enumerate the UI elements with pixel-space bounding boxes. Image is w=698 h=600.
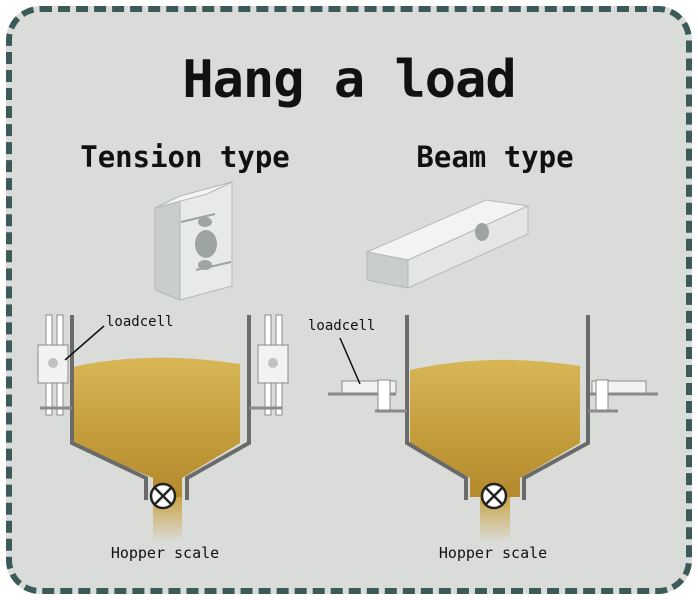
- tension-loadcell-icon: [154, 181, 233, 301]
- diagram-frame: [6, 6, 692, 594]
- valve-icon: [149, 482, 177, 510]
- beam-hopper: [328, 315, 658, 542]
- diagram-title: Hang a load: [182, 50, 516, 110]
- beam-loadcell-icon: [365, 199, 530, 289]
- beam-loadcell-label: loadcell: [308, 318, 376, 334]
- tension-hopper: [37, 314, 289, 542]
- tension-loadcell-label: loadcell: [106, 314, 174, 330]
- tension-type-heading: Tension type: [80, 140, 290, 174]
- beam-hopper-caption: Hopper scale: [438, 544, 548, 562]
- beam-type-heading: Beam type: [416, 140, 574, 174]
- valve-icon: [480, 482, 508, 510]
- tension-hopper-caption: Hopper scale: [110, 544, 220, 562]
